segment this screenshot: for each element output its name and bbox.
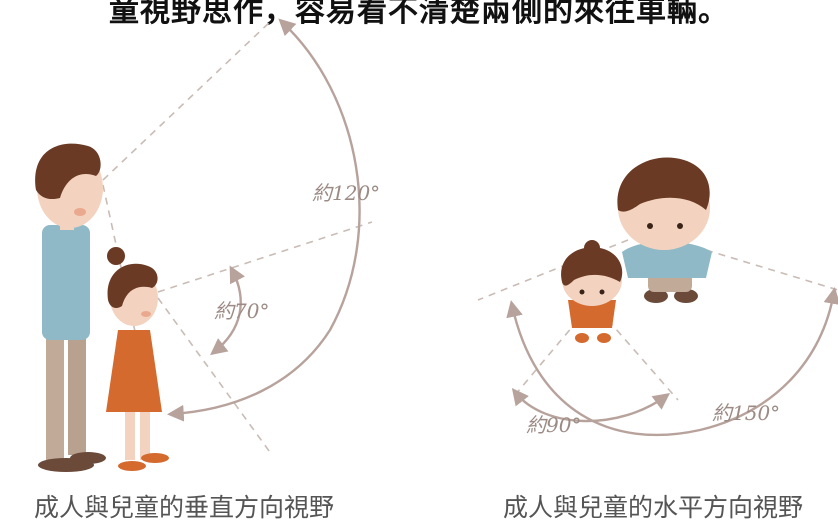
adult-vertical-angle-label: 約120° <box>312 181 380 205</box>
child-horizontal-sight-lines <box>514 319 679 401</box>
child-vertical-angle-arc <box>210 265 245 356</box>
adult-horizontal-angle-label: 約150° <box>712 401 780 425</box>
horizontal-view-caption: 成人與兒童的水平方向視野 <box>503 493 804 522</box>
horizontal-view-diagram: 約90° 約150° <box>477 157 838 437</box>
child-vertical-sight-lines <box>157 221 373 456</box>
adult-horizontal-angle-arc <box>506 287 838 437</box>
adult-figure-top <box>617 157 712 303</box>
child-figure-top <box>561 240 623 343</box>
child-horizontal-angle-arc <box>511 388 671 423</box>
vertical-view-diagram: 約120° 約70° <box>35 18 380 472</box>
adult-vertical-angle-arc <box>166 18 361 422</box>
vertical-view-caption: 成人與兒童的垂直方向視野 <box>34 493 335 522</box>
child-vertical-angle-label: 約70° <box>214 299 269 323</box>
adult-figure-side <box>35 143 106 472</box>
child-horizontal-angle-label: 約90° <box>526 413 581 437</box>
child-figure-side <box>106 247 169 471</box>
